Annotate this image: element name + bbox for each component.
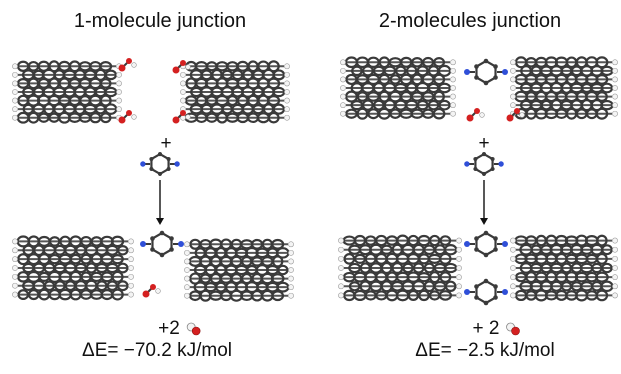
panel-left-title: 1-molecule junction [73, 10, 247, 32]
carboxyl-left-top-4-oxygen [172, 116, 180, 124]
diamine-left-bridge-carbon [150, 236, 155, 241]
diamine-right-carbon [490, 156, 495, 162]
diamine-right-bridge-2-carbon [493, 295, 498, 300]
nanotube-right-bottom-b [510, 234, 618, 302]
panel-left-energy: ΔE= −70.2 kJ/mol [82, 340, 232, 361]
water-molecule-icon [186, 322, 202, 336]
diamine-left-carbon [166, 156, 171, 162]
panel-right-energy: ΔE= −2.5 kJ/mol [415, 340, 555, 361]
diamine-right-bridge-1-ring [475, 231, 497, 257]
diamine-right-bridge-1-carbon [493, 236, 498, 241]
diamine-right-bridge-1-carbon [493, 247, 498, 252]
nanotube-left-bottom-b [184, 238, 294, 302]
diamine-right-top-bridge-carbon [474, 64, 479, 69]
diamine-right-top-bridge-carbon [474, 75, 479, 80]
diamine-right-carbon [481, 152, 487, 157]
diamine-left-bridge-nitrogen-left [140, 241, 146, 247]
carboxyl-left-top-3-hydrogen [185, 64, 191, 70]
diamine-right-top-bridge-carbon [483, 80, 489, 86]
diamine-right-bridge-1-nitrogen-right [502, 241, 508, 247]
diamine-left-bridge-carbon [150, 247, 155, 252]
nanotube-left-bottom-a [12, 235, 134, 301]
diamine-right-top-bridge-carbon [493, 64, 498, 69]
diamine-right-bridge-2-nitrogen-right [502, 289, 508, 295]
diamine-right-bridge-1-nitrogen-left [464, 241, 470, 247]
diamine-left-carbon [157, 152, 163, 157]
diamine-left-carbon [166, 166, 171, 172]
carboxyl-right-top-2-hydrogen [519, 112, 525, 118]
carboxyl-right-top-2-oxygen-2 [514, 108, 520, 114]
carboxyl-left-top-2-hydrogen [131, 114, 137, 120]
diamine-left-bridge-carbon [159, 230, 165, 236]
panel-left-water: +2 [158, 318, 202, 340]
arrow-right-head [480, 218, 488, 225]
diamine-right-bridge-2-carbon [493, 284, 498, 289]
nanotube-left-top-a [12, 60, 122, 124]
carboxyl-right-top-1-hydrogen [479, 112, 485, 118]
diamine-left-carbon [149, 156, 154, 162]
carboxyl-left-top-3-oxygen-2 [180, 60, 186, 66]
carboxyl-left-top-2-oxygen-2 [126, 110, 132, 116]
diamine-right-nitrogen-left [464, 161, 470, 167]
diamine-right-top-bridge-carbon [483, 58, 489, 64]
diamine-right-bridge-2-carbon [474, 295, 479, 300]
diamine-right-carbon [473, 166, 478, 172]
diamine-left-bridge-ring [151, 231, 173, 257]
panel-right-plus: + [478, 133, 490, 154]
diamine-right-bridge-1-carbon [474, 247, 479, 252]
diamine-right-top-bridge-nitrogen-left [464, 69, 470, 75]
diamine-right-bridge-2-nitrogen-left [464, 289, 470, 295]
diamine-right-bridge-1-carbon [483, 230, 489, 236]
carboxyl-left-top-4-oxygen-2 [180, 110, 186, 116]
carboxyl-left-top-2-oxygen [118, 116, 126, 124]
carboxyl-left-bottom-oxygen-2 [150, 284, 156, 290]
diamine-left-bridge-carbon [159, 252, 165, 258]
nanotube-right-top-a [340, 56, 456, 120]
arrow-left-head [156, 218, 164, 225]
nanotube-right-top-b [510, 56, 618, 120]
diamine-right-top-bridge-carbon [493, 75, 498, 80]
water-molecule-icon [505, 322, 521, 336]
panel-left-water-label: +2 [158, 318, 180, 339]
diamine-right-top-bridge-nitrogen-right [502, 69, 508, 75]
carboxyl-right-top-2-oxygen [506, 114, 514, 122]
diamine-right-ring [474, 152, 494, 176]
panel-right-water: + 2 [473, 318, 522, 340]
diamine-left-bridge-carbon [169, 247, 174, 252]
diamine-right-bridge-1-carbon [483, 252, 489, 258]
carboxyl-right-top-1-oxygen [466, 114, 474, 122]
nanotube-left-top-b [180, 60, 290, 124]
diamine-left-bridge-carbon [169, 236, 174, 241]
diamine-right-nitrogen-right [498, 161, 504, 167]
carboxyl-left-bottom-oxygen [142, 290, 150, 298]
carboxyl-left-top-3-oxygen [172, 66, 180, 74]
diamine-right-bridge-1-carbon [474, 236, 479, 241]
carboxyl-left-top-1-oxygen [118, 64, 126, 72]
diamine-left-carbon [149, 166, 154, 172]
carboxyl-left-top-4-hydrogen [185, 114, 191, 120]
panel-right-title: 2-molecules junction [378, 10, 562, 32]
nanotube-right-bottom-a [338, 234, 462, 302]
diamine-right-top-bridge-ring [475, 59, 497, 85]
diamine-right-carbon [481, 171, 487, 176]
diamine-right-bridge-2-ring [475, 279, 497, 305]
diamine-left-bridge-nitrogen-right [178, 241, 184, 247]
panel-left-plus: + [160, 133, 172, 154]
carboxyl-right-top-1-oxygen-2 [474, 108, 480, 114]
diamine-right-bridge-2-carbon [483, 278, 489, 284]
diamine-left-carbon [157, 171, 163, 176]
diamine-left-ring [150, 152, 170, 176]
carboxyl-left-top-1-hydrogen [131, 62, 137, 68]
diamine-right-carbon [473, 156, 478, 162]
diamine-left-nitrogen-right [174, 161, 180, 167]
panel-right-water-label: + 2 [472, 318, 500, 339]
diamine-right-bridge-2-carbon [474, 284, 479, 289]
diamine-right-carbon [490, 166, 495, 172]
diamine-right-bridge-2-carbon [483, 300, 489, 306]
diamine-left-nitrogen-left [140, 161, 146, 167]
carboxyl-left-top-1-oxygen-2 [126, 58, 132, 64]
carboxyl-left-bottom-hydrogen [155, 288, 161, 294]
